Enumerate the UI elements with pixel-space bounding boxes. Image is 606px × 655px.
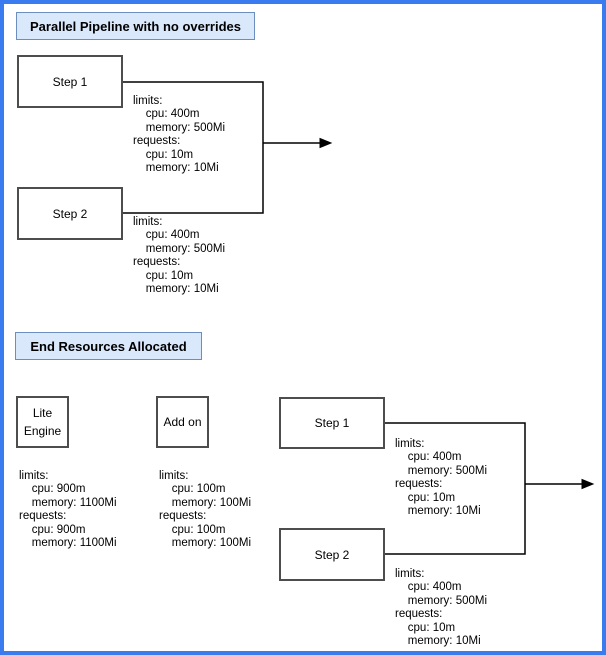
bottom-step1-resources: limits: cpu: 400m memory: 500Mi requests…	[395, 438, 488, 518]
top-step2-resources: limits: cpu: 400m memory: 500Mi requests…	[133, 216, 226, 296]
add-on-resources: limits: cpu: 100m memory: 100Mi requests…	[159, 470, 252, 550]
bottom-step2-resources: limits: cpu: 400m memory: 500Mi requests…	[395, 568, 488, 648]
add-on-box: Add on	[156, 396, 209, 448]
bottom-step1-box: Step 1	[279, 397, 385, 449]
section-title-end-resources: End Resources Allocated	[15, 332, 202, 360]
top-step1-resources: limits: cpu: 400m memory: 500Mi requests…	[133, 95, 226, 175]
top-step1-box: Step 1	[17, 55, 123, 108]
bottom-step2-box: Step 2	[279, 528, 385, 581]
top-arrowhead-right-icon	[319, 137, 333, 149]
top-step2-box: Step 2	[17, 187, 123, 240]
lite-engine-resources: limits: cpu: 900m memory: 1100Mi request…	[19, 470, 117, 550]
section-title-parallel-pipeline: Parallel Pipeline with no overrides	[16, 12, 255, 40]
lite-engine-box: Lite Engine	[16, 396, 69, 448]
bottom-arrowhead-right-icon	[581, 478, 595, 490]
